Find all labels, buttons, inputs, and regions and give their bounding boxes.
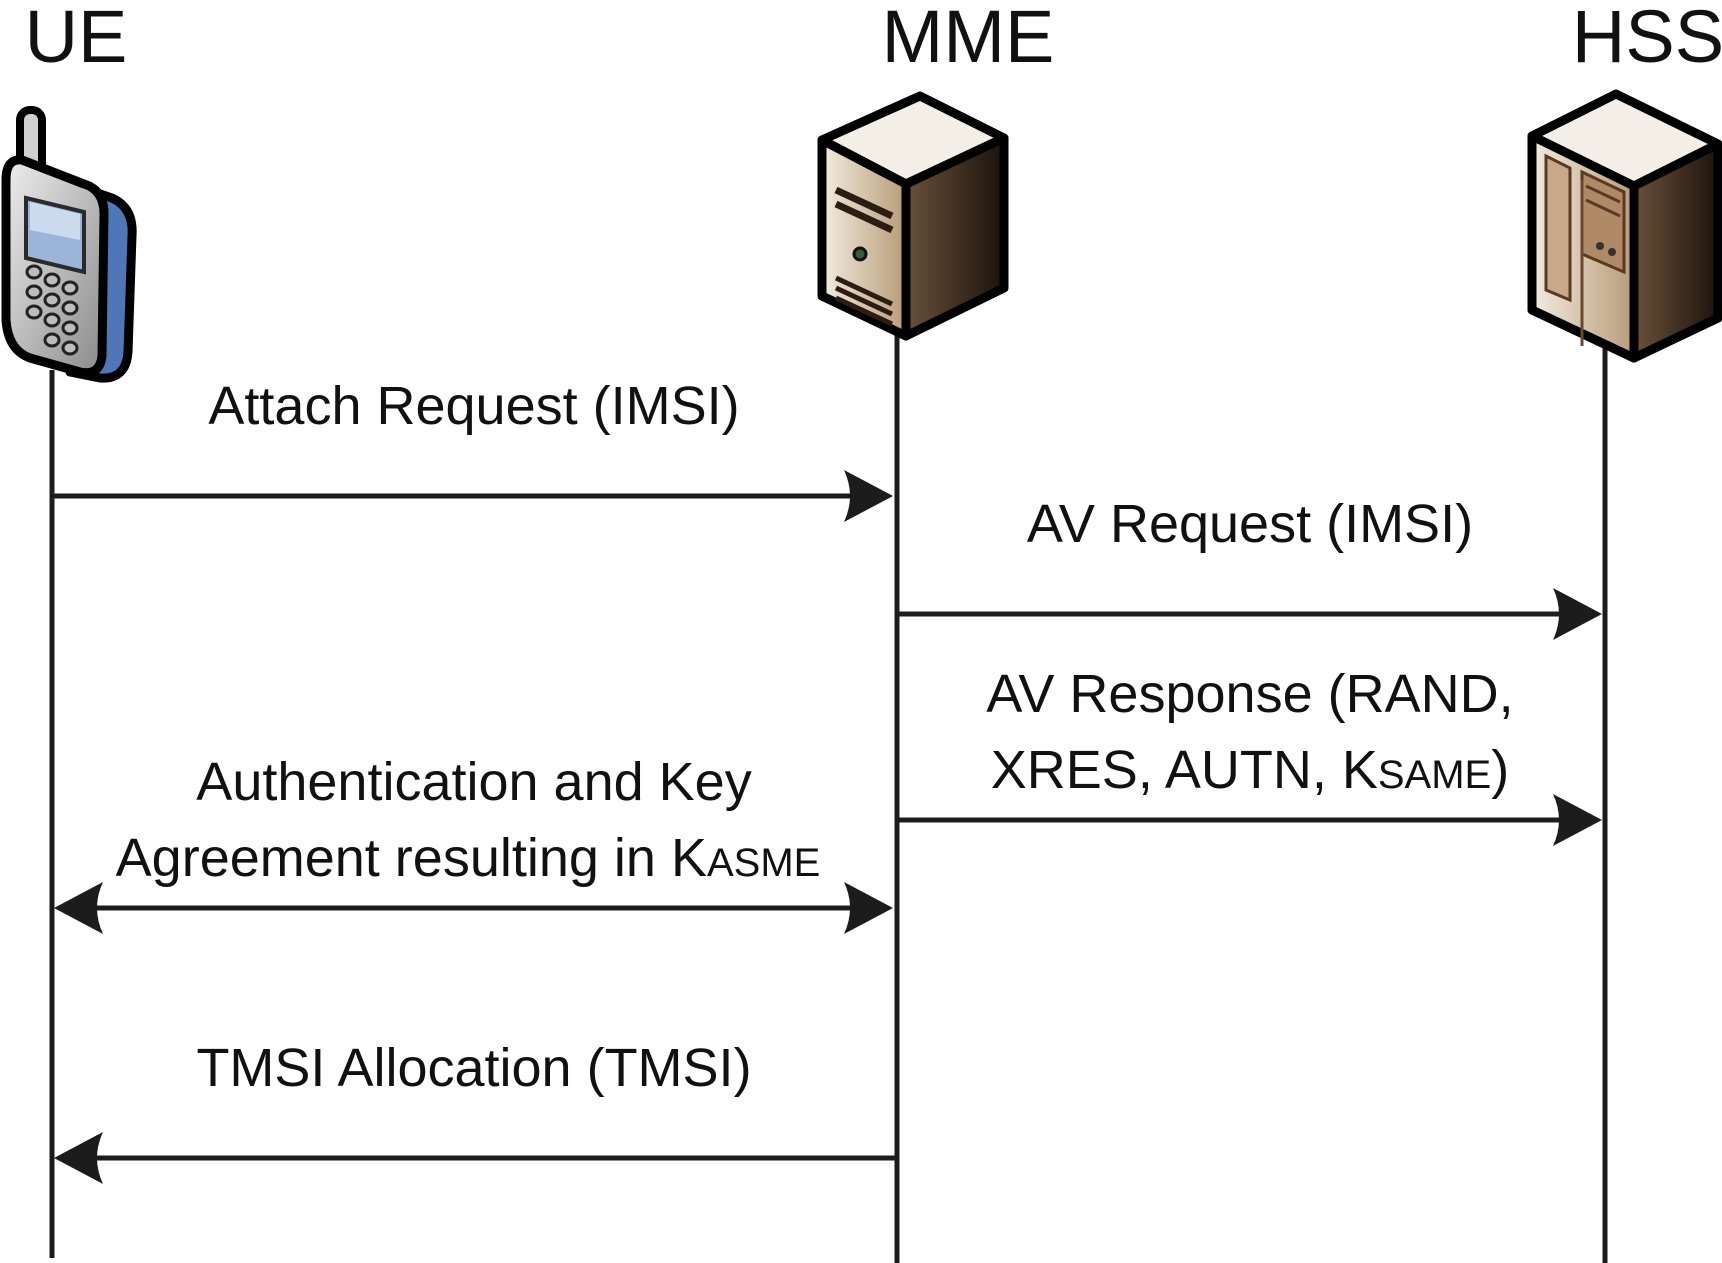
attach-request-arrow xyxy=(52,470,893,522)
aka-label-line2: Agreement resulting in KASME xyxy=(116,828,821,888)
tmsi-allocation-label: TMSI Allocation (TMSI) xyxy=(196,1038,751,1098)
av-request-arrow xyxy=(897,588,1602,640)
mme-title: MME xyxy=(882,0,1055,78)
attach-request-label: Attach Request (IMSI) xyxy=(208,376,739,436)
ue-title: UE xyxy=(25,0,128,78)
aka-label-line1: Authentication and Key xyxy=(196,752,751,812)
server-cabinet-icon xyxy=(1527,89,1722,363)
aka-bidirectional-arrow xyxy=(54,882,893,934)
av-response-label-line2: XRES, AUTN, KSAME) xyxy=(991,740,1509,800)
av-request-label: AV Request (IMSI) xyxy=(1027,494,1473,554)
tmsi-allocation-arrow xyxy=(54,1132,897,1184)
av-response-label-line1: AV Response (RAND, xyxy=(986,664,1513,724)
server-icon xyxy=(817,91,1009,341)
hss-title: HSS xyxy=(1572,0,1722,78)
mobile-phone-icon xyxy=(1,106,137,383)
av-response-arrow xyxy=(897,794,1602,846)
